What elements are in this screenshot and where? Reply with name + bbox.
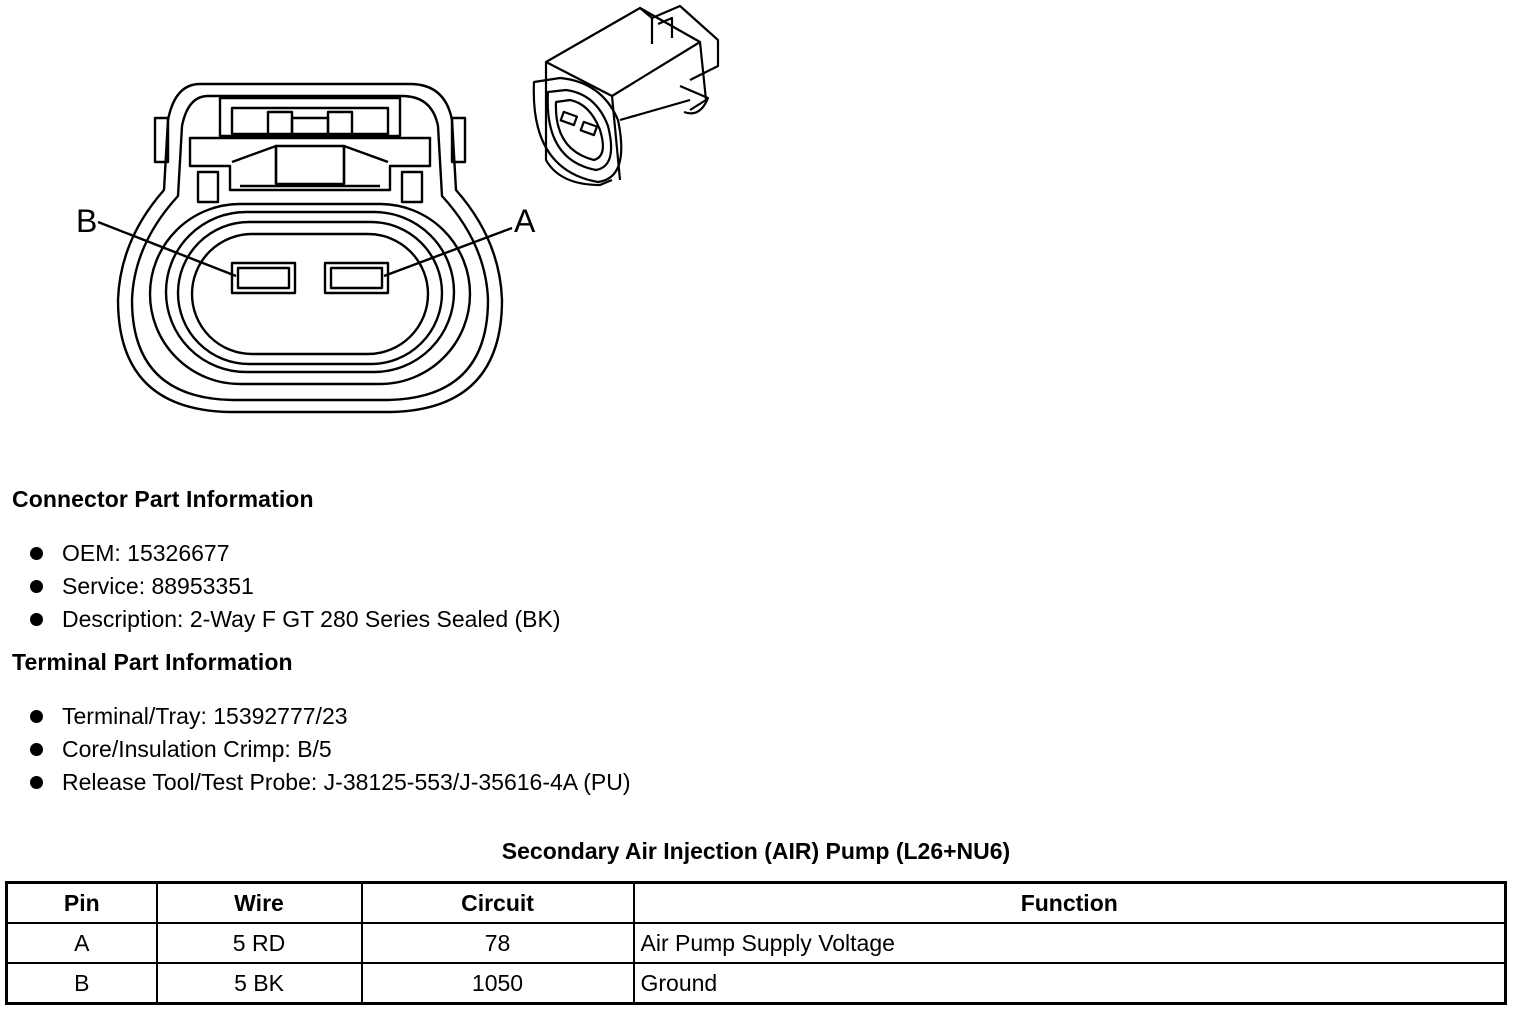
bullet-icon [30, 776, 43, 789]
header-circuit: Circuit [360, 881, 635, 924]
latch-post-right [326, 110, 354, 138]
list-item: Core/Insulation Crimp: B/5 [30, 733, 631, 766]
latch-foot-left [196, 170, 220, 204]
seal-ring-2 [164, 210, 456, 374]
latch-post-center [290, 116, 330, 138]
list-item: OEM: 15326677 [30, 537, 561, 570]
latch-ramp-left [231, 144, 278, 184]
list-item: Release Tool/Test Probe: J-38125-553/J-3… [30, 766, 631, 799]
bullet-icon [30, 613, 43, 626]
table-row: B 5 BK 1050 Ground [5, 962, 1507, 1005]
header-wire: Wire [155, 881, 363, 924]
cell-wire: 5 BK [155, 962, 363, 1005]
cavity-b-inner [236, 266, 291, 290]
header-function: Function [632, 881, 1507, 924]
terminal-part-info-heading: Terminal Part Information [12, 649, 293, 675]
connector-isometric-view [532, 4, 720, 187]
pinout-table: Pin Wire Circuit Function A 5 RD 78 Air … [5, 881, 1507, 1005]
connector-housing-outline [116, 82, 504, 414]
cell-pin: A [5, 922, 158, 964]
seal-ring-1 [148, 202, 472, 386]
pinout-table-title: Secondary Air Injection (AIR) Pump (L26+… [501, 838, 1011, 864]
bullet-icon [30, 710, 43, 723]
connector-diagram: B A [76, 4, 720, 414]
cell-function: Ground [632, 962, 1507, 1005]
latch-ramp-center [274, 144, 346, 186]
list-item: Terminal/Tray: 15392777/23 [30, 700, 631, 733]
header-pin: Pin [5, 881, 158, 924]
list-item: Service: 88953351 [30, 570, 561, 603]
bullet-icon [30, 547, 43, 560]
list-item: Description: 2-Way F GT 280 Series Seale… [30, 603, 561, 636]
leader-line-a [383, 226, 513, 278]
pin-label-b: B [76, 203, 97, 239]
cavity-a [323, 261, 390, 295]
seal-ring-3 [176, 220, 444, 366]
table-row: A 5 RD 78 Air Pump Supply Voltage [5, 922, 1507, 964]
latch-body [188, 136, 432, 192]
cavity-a-inner [329, 266, 384, 290]
pin-label-a: A [514, 203, 536, 239]
connector-part-info-heading: Connector Part Information [12, 486, 314, 512]
left-lock-tab [153, 116, 170, 164]
terminal-part-info-list: Terminal/Tray: 15392777/23 Core/Insulati… [30, 700, 631, 799]
right-lock-tab [450, 116, 467, 164]
latch-foot-right [400, 170, 424, 204]
table-header-row: Pin Wire Circuit Function [5, 881, 1507, 924]
latch-ramp-right [342, 144, 389, 184]
cell-circuit: 78 [360, 922, 635, 964]
bullet-icon [30, 743, 43, 756]
cell-function: Air Pump Supply Voltage [632, 922, 1507, 964]
cell-wire: 5 RD [155, 922, 363, 964]
cell-circuit: 1050 [360, 962, 635, 1005]
seal-ring-4 [190, 232, 430, 356]
bullet-icon [30, 580, 43, 593]
cavity-b [230, 261, 297, 295]
cell-pin: B [5, 962, 158, 1005]
connector-part-info-list: OEM: 15326677 Service: 88953351 Descript… [30, 537, 561, 636]
latch-frame-inner [230, 106, 390, 136]
leader-line-b [97, 220, 237, 278]
connector-housing-inner-outline [130, 94, 490, 402]
latch-post-left [266, 110, 294, 138]
